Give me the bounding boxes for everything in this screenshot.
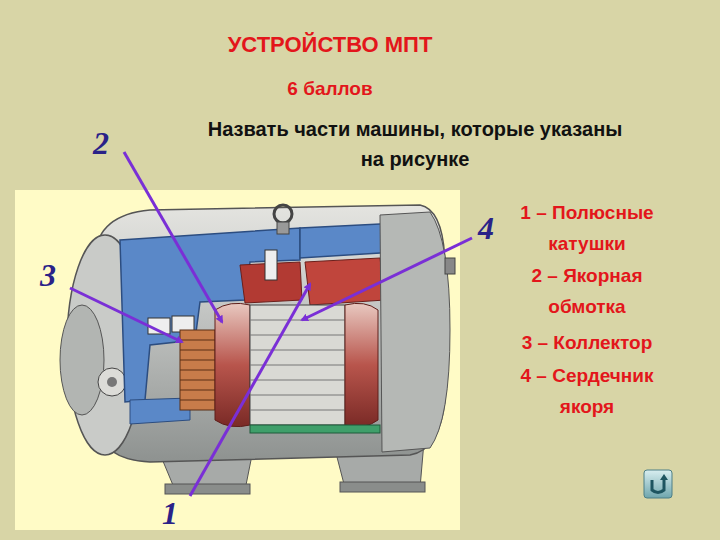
answer-item: 3 – Коллектор bbox=[497, 327, 677, 358]
task-text: Назвать части машины, которые указаны на… bbox=[205, 114, 625, 174]
callout-number: 1 bbox=[162, 496, 178, 530]
slide-title: УСТРОЙСТВО МПТ bbox=[180, 30, 480, 60]
callout-number: 4 bbox=[478, 211, 494, 245]
callout-number: 3 bbox=[40, 258, 56, 292]
answer-item: 4 – Сердечник якоря bbox=[497, 360, 677, 422]
answer-item: 1 – Полюсные катушки bbox=[497, 197, 677, 259]
points-note: 6 баллов bbox=[250, 76, 410, 102]
answer-item: 2 – Якорная обмотка bbox=[497, 260, 677, 322]
callout-number: 2 bbox=[93, 126, 109, 160]
